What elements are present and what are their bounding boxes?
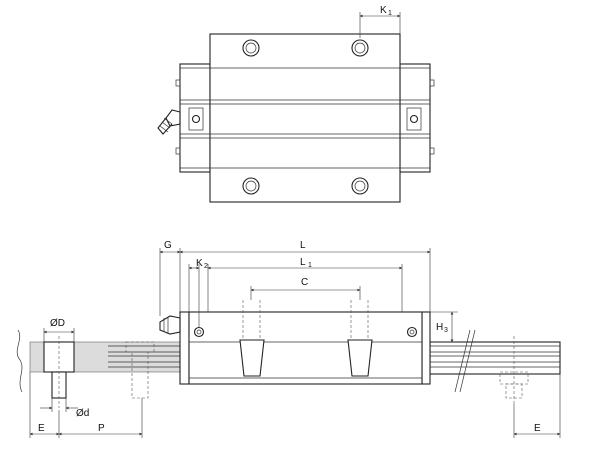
label-od: ØD <box>50 318 65 329</box>
dimension-l1: L 1 <box>207 257 403 312</box>
top-view: K 1 <box>157 5 435 203</box>
label-k1: K <box>380 5 387 16</box>
mounting-hole-top-right <box>351 39 369 57</box>
right-end-seal-side <box>421 311 431 385</box>
dimension-e-p-left: E P <box>29 372 143 438</box>
left-seal-hole-frame <box>188 107 204 131</box>
label-k2: K <box>196 258 203 269</box>
mounting-hole-top-left <box>242 39 260 57</box>
dimension-c: C <box>250 277 361 300</box>
right-seal-hole-frame <box>406 107 422 131</box>
label-e-right: E <box>534 423 541 434</box>
dimension-odd: Ød <box>40 398 89 419</box>
label-k2-sub: 2 <box>204 263 208 270</box>
mounting-hole-bottom-left <box>242 177 260 195</box>
label-k1-sub: 1 <box>388 10 392 17</box>
label-e-left: E <box>38 423 45 434</box>
mounting-hole-bottom-right <box>351 177 369 195</box>
dimension-g: G <box>159 240 181 316</box>
grease-nipple-side-icon <box>159 315 181 335</box>
label-odd: Ød <box>76 408 89 419</box>
rail-right-section <box>429 341 561 375</box>
carriage-block-side <box>188 311 423 385</box>
dimension-k2: K 2 <box>188 258 208 328</box>
label-l1-sub: 1 <box>308 262 312 269</box>
label-l1: L <box>300 257 306 268</box>
side-view: G L K 2 L 1 C <box>16 240 561 438</box>
right-end-seal <box>399 63 431 173</box>
left-end-seal <box>179 63 211 173</box>
label-l: L <box>300 240 306 251</box>
label-h3-sub: 3 <box>444 327 448 334</box>
label-h3: H <box>436 322 443 333</box>
dimension-h3: H 3 <box>430 311 458 343</box>
bolt-right <box>347 339 373 377</box>
label-p: P <box>98 423 105 434</box>
dimension-e-right: E <box>513 374 561 438</box>
rail-bolt-hole <box>51 371 67 399</box>
carriage-block-top <box>209 33 401 203</box>
dimension-od: ØD <box>43 318 75 342</box>
dimension-l: L <box>179 240 431 312</box>
label-c: C <box>301 277 308 288</box>
left-end-seal-side <box>179 311 190 385</box>
bolt-left <box>239 339 265 377</box>
label-g: G <box>164 240 172 251</box>
grease-nipple-icon <box>157 109 181 135</box>
dimension-k1: K 1 <box>359 5 401 38</box>
